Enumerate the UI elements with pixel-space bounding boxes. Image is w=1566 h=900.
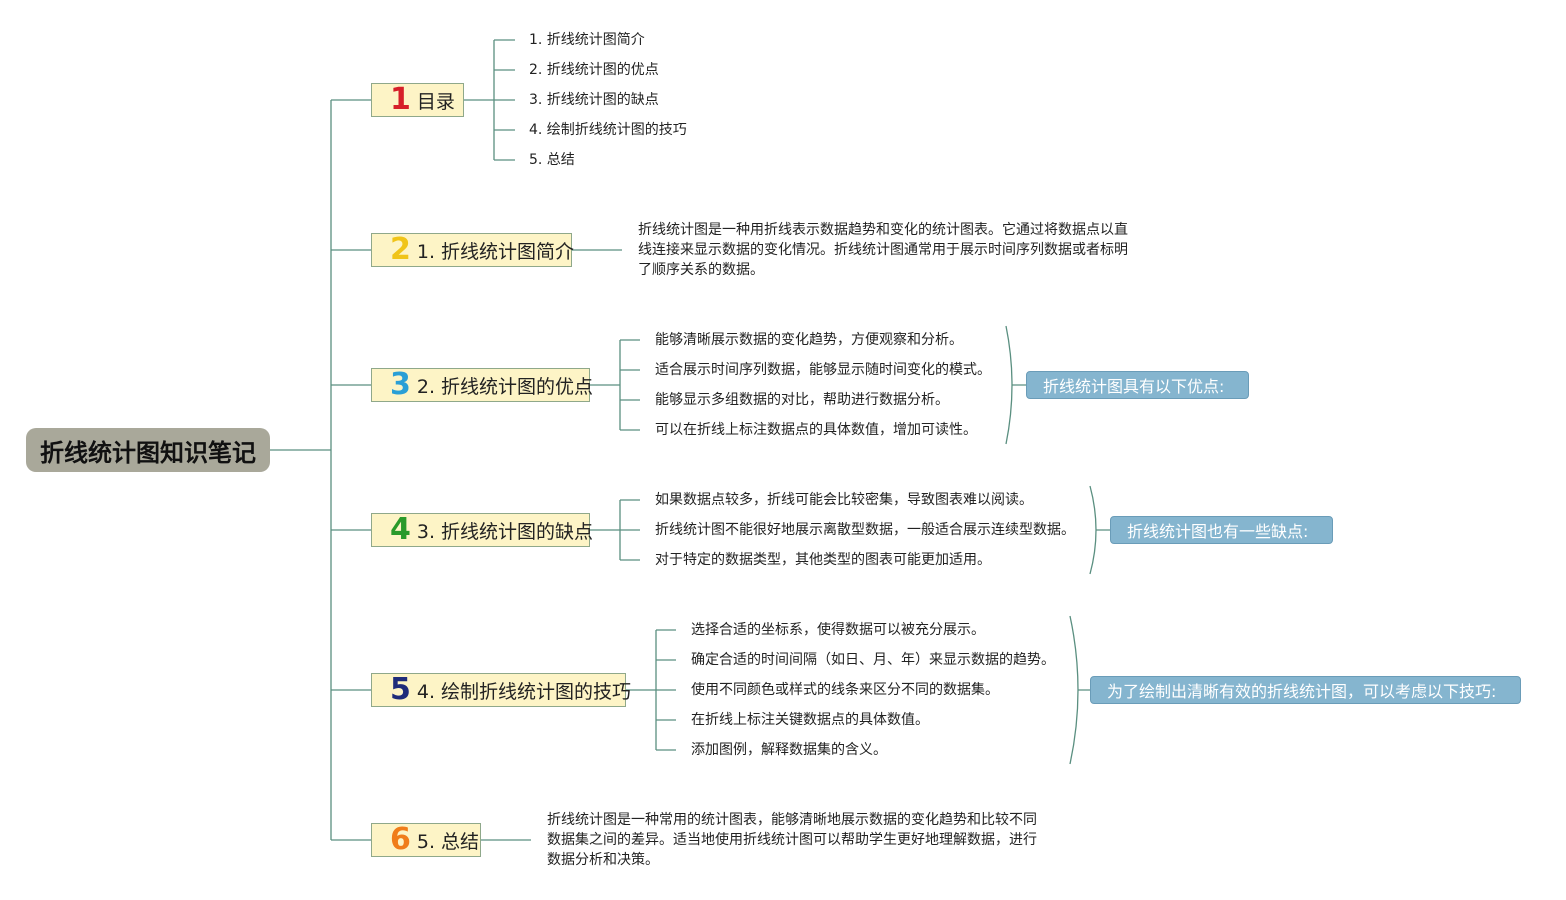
branch-6-paragraph-line-2: 数据集之间的差异。适当地使用折线统计图可以帮助学生更好地理解数据，进行	[547, 832, 1037, 848]
branch-3-topic[interactable]: 3 2. 折线统计图的优点	[371, 367, 594, 402]
branch-3-leaf-1[interactable]: 能够清晰展示数据的变化趋势，方便观察和分析。	[655, 332, 963, 348]
branch-3-leaf-3[interactable]: 能够显示多组数据的对比，帮助进行数据分析。	[655, 392, 949, 408]
branch-2-paragraph[interactable]: 折线统计图是一种用折线表示数据趋势和变化的统计图表。它通过将数据点以直 线连接来…	[638, 220, 1138, 280]
branch-1-leaf-5[interactable]: 5. 总结	[529, 152, 575, 168]
number-4-icon: 4	[390, 512, 411, 547]
branch-1-topic[interactable]: 1 目录	[371, 83, 464, 117]
branch-3-leaf-2[interactable]: 适合展示时间序列数据，能够显示随时间变化的模式。	[655, 362, 991, 378]
branch-1-leaf-bracket	[464, 39, 515, 161]
number-5-icon: 5	[390, 672, 411, 707]
branch-4-label: 3. 折线统计图的缺点	[416, 520, 594, 543]
branch-1-label: 目录	[416, 90, 455, 113]
number-2-icon: 2	[390, 232, 411, 267]
branch-5-leaf-3[interactable]: 使用不同颜色或样式的线条来区分不同的数据集。	[691, 682, 999, 698]
branch-1-leaf-2[interactable]: 2. 折线统计图的优点	[529, 62, 659, 78]
branch-5-brace	[1069, 615, 1090, 765]
branch-5-topic[interactable]: 5 4. 绘制折线统计图的技巧	[371, 672, 631, 707]
number-6-icon: 6	[390, 822, 411, 857]
branch-2-paragraph-line-2: 线连接来显示数据的变化情况。折线统计图通常用于展示时间序列数据或者标明	[638, 242, 1128, 258]
branch-6-paragraph[interactable]: 折线统计图是一种常用的统计图表，能够清晰地展示数据的变化趋势和比较不同 数据集之…	[547, 810, 1047, 870]
branch-6-label: 5. 总结	[416, 830, 480, 853]
branch-5-leaf-5[interactable]: 添加图例，解释数据集的含义。	[691, 742, 887, 758]
branch-3-brace	[1005, 325, 1026, 445]
branch-2-topic[interactable]: 2 1. 折线统计图简介	[371, 232, 575, 267]
branch-5-leaf-4[interactable]: 在折线上标注关键数据点的具体数值。	[691, 712, 929, 728]
branch-5-leaf-1[interactable]: 选择合适的坐标系，使得数据可以被充分展示。	[691, 622, 985, 638]
branch-4-callout[interactable]: 折线统计图也有一些缺点:	[1110, 516, 1333, 544]
branch-2-paragraph-line-3: 了顺序关系的数据。	[638, 262, 764, 278]
branch-2-paragraph-line-1: 折线统计图是一种用折线表示数据趋势和变化的统计图表。它通过将数据点以直	[638, 222, 1128, 238]
branch-4-leaf-1[interactable]: 如果数据点较多，折线可能会比较密集，导致图表难以阅读。	[655, 492, 1033, 508]
number-3-icon: 3	[390, 367, 411, 402]
branch-5-leaf-2[interactable]: 确定合适的时间间隔（如日、月、年）来显示数据的趋势。	[691, 652, 1055, 668]
branch-6-paragraph-line-3: 数据分析和决策。	[547, 852, 659, 868]
branch-4-topic[interactable]: 4 3. 折线统计图的缺点	[371, 512, 594, 547]
branch-3-label: 2. 折线统计图的优点	[416, 375, 594, 398]
branch-6-topic[interactable]: 6 5. 总结	[371, 823, 481, 857]
branch-6-paragraph-line-1: 折线统计图是一种常用的统计图表，能够清晰地展示数据的变化趋势和比较不同	[547, 812, 1037, 828]
branch-4-brace	[1089, 485, 1110, 575]
root-topic[interactable]: 折线统计图知识笔记	[26, 428, 270, 472]
branch-5-callout[interactable]: 为了绘制出清晰有效的折线统计图，可以考虑以下技巧:	[1090, 676, 1521, 704]
branch-4-leaf-2[interactable]: 折线统计图不能很好地展示离散型数据，一般适合展示连续型数据。	[655, 522, 1075, 538]
branch-4-leaf-3[interactable]: 对于特定的数据类型，其他类型的图表可能更加适用。	[655, 552, 991, 568]
branch-3-callout[interactable]: 折线统计图具有以下优点:	[1026, 371, 1249, 399]
branch-5-label: 4. 绘制折线统计图的技巧	[416, 680, 632, 703]
branch-5-leaf-bracket	[626, 629, 676, 751]
branch-4-leaf-bracket	[590, 499, 640, 561]
branch-1-leaf-4[interactable]: 4. 绘制折线统计图的技巧	[529, 122, 687, 138]
branch-3-leaf-bracket	[590, 339, 640, 431]
branch-1-leaf-1[interactable]: 1. 折线统计图简介	[529, 32, 645, 48]
branch-2-label: 1. 折线统计图简介	[416, 240, 575, 263]
branch-3-leaf-4[interactable]: 可以在折线上标注数据点的具体数值，增加可读性。	[655, 422, 977, 438]
number-1-icon: 1	[390, 82, 411, 117]
branch-1-leaf-3[interactable]: 3. 折线统计图的缺点	[529, 92, 659, 108]
